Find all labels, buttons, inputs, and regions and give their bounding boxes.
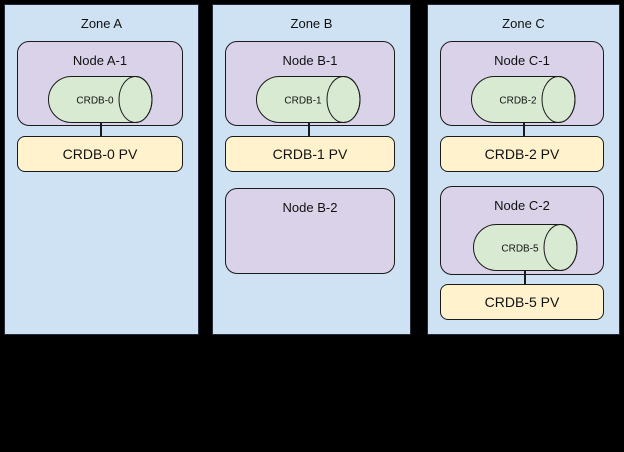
node-b1-label: Node B-1 [282, 53, 338, 68]
node-c2-label: Node C-2 [494, 198, 550, 213]
connector-crdb2-to-pv [523, 123, 525, 137]
pv-box-crdb-5: CRDB-5 PV [440, 284, 604, 320]
zone-c-title: Zone C [502, 16, 545, 31]
pv-label-crdb-1: CRDB-1 PV [272, 146, 348, 162]
connector-crdb0-to-pv [100, 123, 102, 137]
pv-box-crdb-1: CRDB-1 PV [225, 136, 395, 172]
connector-crdb5-to-pv [524, 271, 526, 285]
pv-box-crdb-2: CRDB-2 PV [440, 136, 604, 172]
pv-box-crdb-0: CRDB-0 PV [17, 136, 183, 172]
node-a1-label: Node A-1 [72, 53, 128, 68]
connector-crdb1-to-pv [308, 123, 310, 137]
database-label-crdb-2: CRDB-2 [499, 96, 537, 107]
pv-label-crdb-5: CRDB-5 PV [484, 294, 560, 310]
database-cylinder-crdb-2: CRDB-2 [471, 76, 576, 123]
pv-label-crdb-2: CRDB-2 PV [484, 146, 560, 162]
database-label-crdb-5: CRDB-5 [501, 244, 539, 255]
pv-label-crdb-0: CRDB-0 PV [62, 146, 138, 162]
database-cylinder-crdb-5: CRDB-5 [473, 224, 578, 271]
zone-c-container: Zone C Node C-1 CRDB-2 CRDB-2 PV Node C-… [427, 4, 620, 335]
database-label-crdb-0: CRDB-0 [76, 96, 114, 107]
database-label-crdb-1: CRDB-1 [284, 96, 322, 107]
zone-b-container: Zone B Node B-1 CRDB-1 CRDB-1 PV Node B-… [212, 4, 411, 335]
zone-a-container: Zone A Node A-1 CRDB-0 CRDB-0 PV [4, 4, 199, 335]
database-cylinder-crdb-1: CRDB-1 [256, 76, 361, 123]
zone-b-title: Zone B [290, 16, 333, 31]
zone-a-title: Zone A [80, 16, 123, 31]
node-b2-label: Node B-2 [282, 200, 338, 215]
database-cylinder-crdb-0: CRDB-0 [48, 76, 153, 123]
node-c1-label: Node C-1 [494, 53, 550, 68]
node-b2-box: Node B-2 [225, 188, 395, 274]
